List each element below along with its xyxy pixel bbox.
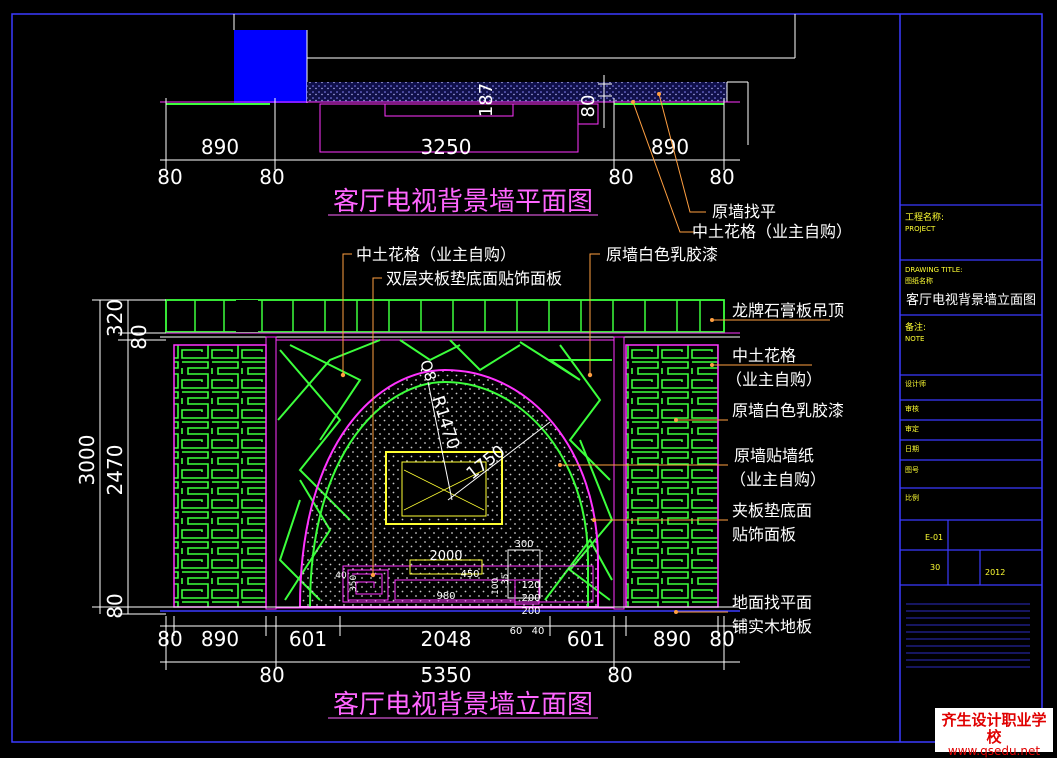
elev-label-right: 原墙贴墙纸: [734, 446, 814, 465]
tb-row: 审核: [905, 404, 919, 413]
elev-label-right: 中土花格: [732, 346, 796, 365]
title-block: 工程名称: PROJECT DRAWING TITLE: 图纸名称 客厅电视背景…: [900, 204, 1042, 668]
plan-view: 890 3250 890 80 80 80 80 187 80 原墙找平 中土花…: [157, 14, 852, 241]
elev-label-right: 铺实木地板: [732, 617, 812, 636]
bottom-dim: 601: [289, 627, 327, 651]
bottom-dim: 601: [567, 627, 605, 651]
tb-row: 日期: [905, 445, 919, 453]
plan-title: 客厅电视背景墙平面图: [333, 187, 593, 217]
elev-label-left: 中土花格（业主自购）: [356, 245, 516, 264]
left-dim: 2470: [103, 445, 127, 496]
elev-label-right: 地面找平面: [732, 593, 812, 612]
elev-label-right: 夹板垫底面: [732, 501, 812, 520]
cab-dim: 100: [491, 578, 501, 595]
plan-dim-bottom: 80: [709, 165, 734, 189]
tb-scale: 30: [930, 563, 940, 572]
cab-dim: 40: [532, 626, 545, 637]
plan-dim-top: 890: [651, 135, 689, 159]
q-dim: Q8: [416, 358, 440, 384]
elev-label-right: （业主自购）: [726, 370, 822, 389]
left-dim: 3000: [75, 435, 99, 486]
cab-dim: 60: [510, 626, 523, 637]
bottom-dim: 80: [607, 663, 632, 687]
plan-dim-vertical: 187: [476, 83, 497, 117]
elev-label-right: 龙牌石膏板吊顶: [732, 301, 844, 320]
elev-label-right: 原墙白色乳胶漆: [732, 401, 844, 420]
cab-dim: 980: [436, 591, 455, 602]
watermark-url: www.qsedu.net: [947, 744, 1041, 758]
tb-drawing-label: DRAWING TITLE:: [905, 266, 963, 274]
left-dim: 80: [127, 324, 151, 349]
cab-dim: 450: [460, 569, 479, 580]
cab-dim: 200: [521, 606, 540, 617]
cab-dim: 40: [335, 571, 347, 581]
tb-remark-label: 备注:: [905, 321, 926, 333]
bottom-dim: 80: [259, 663, 284, 687]
tb-row: 设计师: [905, 379, 926, 388]
tb-project-en: PROJECT: [905, 225, 936, 233]
cab-dim: 200: [521, 593, 540, 604]
plan-dim-vertical: 80: [578, 95, 599, 118]
tb-sheet: E-01: [925, 533, 943, 542]
bottom-dim: 80: [709, 627, 734, 651]
left-dim: 80: [103, 593, 127, 618]
bottom-dim: 890: [201, 627, 239, 651]
plan-dim-bottom: 80: [608, 165, 633, 189]
cab-dim: 300: [514, 539, 533, 550]
tb-date: 2012: [985, 568, 1005, 577]
drawing-frame: [11, 13, 1043, 743]
tb-project-label: 工程名称:: [905, 211, 944, 223]
bottom-dim: 890: [653, 627, 691, 651]
tb-row: 图号: [905, 466, 919, 474]
watermark-school: 齐生设计职业学校: [941, 711, 1047, 746]
plan-label: 原墙找平: [712, 202, 776, 221]
tb-drawing-cn: 图纸名称: [905, 276, 933, 285]
tb-row: 比例: [905, 493, 919, 502]
plan-dim-top: 890: [201, 135, 239, 159]
elev-label-left: 双层夹板垫底面贴饰面板: [386, 269, 562, 288]
tb-remark-en: NOTE: [905, 335, 924, 343]
cab-dim: 120: [521, 580, 540, 591]
cab-dim: 350: [349, 575, 359, 592]
cab-dim: 35: [501, 574, 511, 585]
elevation-title: 客厅电视背景墙立面图: [333, 690, 593, 720]
tb-row: 审定: [905, 424, 919, 433]
elev-label-right: 贴饰面板: [732, 525, 796, 544]
plan-dim-top: 3250: [421, 135, 472, 159]
elev-label-top: 原墙白色乳胶漆: [606, 245, 718, 264]
plan-dim-bottom: 80: [259, 165, 284, 189]
plan-label: 中土花格（业主自购）: [692, 222, 852, 241]
left-dim: 320: [103, 299, 127, 337]
bottom-dim: 80: [157, 627, 182, 651]
elevation-view: R1470 1750 Q8 2000 450 40 980 300 120 20…: [75, 245, 844, 720]
bottom-dim: 2048: [421, 627, 472, 651]
plan-dim-bottom: 80: [157, 165, 182, 189]
elev-label-right: （业主自购）: [730, 470, 826, 489]
watermark: 齐生设计职业学校 www.qsedu.net: [935, 708, 1053, 758]
cab-dim: 2000: [429, 549, 462, 564]
tb-drawing-title: 客厅电视背景墙立面图: [906, 292, 1036, 308]
bottom-dim: 5350: [421, 663, 472, 687]
